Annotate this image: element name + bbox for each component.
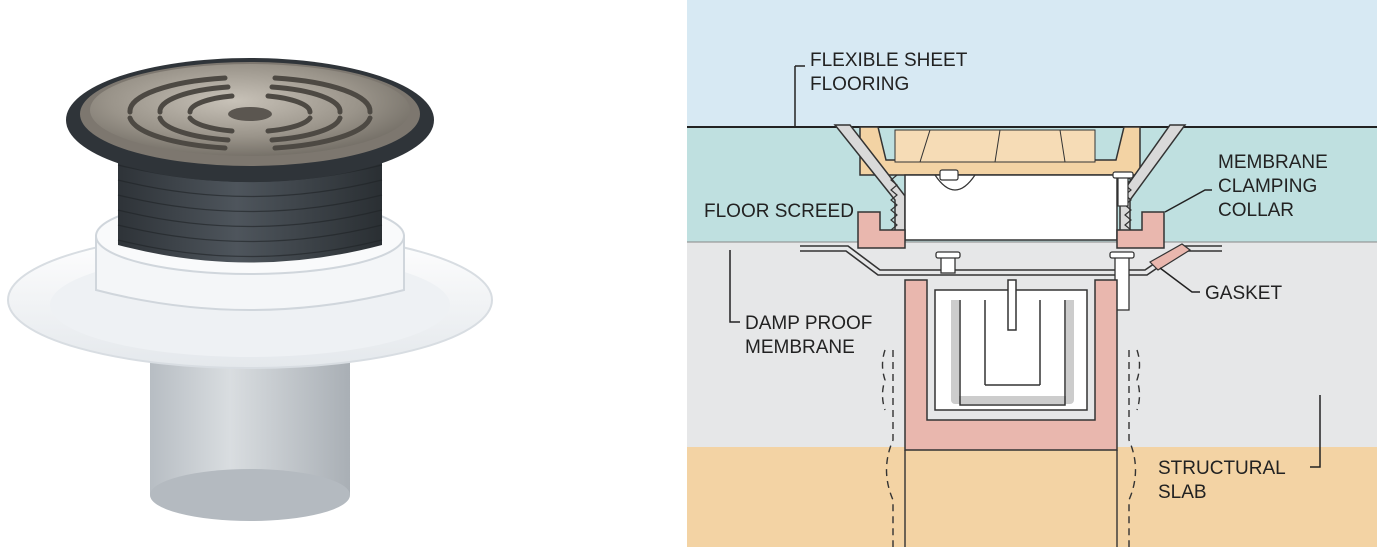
thread-left xyxy=(890,174,898,241)
structural-slab-layer xyxy=(687,447,1377,547)
gasket-strip xyxy=(1149,243,1192,271)
leader-structural-slab xyxy=(1310,395,1321,468)
label-damp-proof-membrane: DAMP PROOF MEMBRANE xyxy=(745,313,878,358)
grating-screw xyxy=(939,169,1134,207)
label-membrane-clamping-collar: MEMBRANE CLAMPING COLLAR xyxy=(1218,152,1333,221)
drain-trap-body xyxy=(904,279,1118,451)
riser-body xyxy=(904,174,1118,241)
round-grating xyxy=(66,58,434,182)
label-gasket: GASKET xyxy=(1205,283,1282,304)
outlet-pipe-section xyxy=(881,349,1141,547)
grating-top xyxy=(859,126,1141,176)
leader-membrane-clamping-collar xyxy=(1164,189,1212,213)
label-flexible-sheet-flooring: FLEXIBLE SHEET FLOORING xyxy=(810,50,972,95)
drain-section-diagram: FLEXIBLE SHEET FLOORING FLOOR SCREED MEM… xyxy=(687,0,1377,547)
air-zone xyxy=(687,0,1377,127)
outlet-pipe xyxy=(150,350,350,521)
leader-damp-proof-membrane xyxy=(729,250,740,323)
floor-drain-product-photo xyxy=(7,58,493,521)
membrane-clamping-collar xyxy=(857,211,1165,249)
clamp-bolt-left xyxy=(935,251,961,274)
leader-lines xyxy=(729,65,1321,468)
label-floor-screed: FLOOR SCREED xyxy=(704,201,854,222)
label-structural-slab: STRUCTURAL SLAB xyxy=(1158,458,1290,503)
leader-gasket xyxy=(1159,267,1200,293)
